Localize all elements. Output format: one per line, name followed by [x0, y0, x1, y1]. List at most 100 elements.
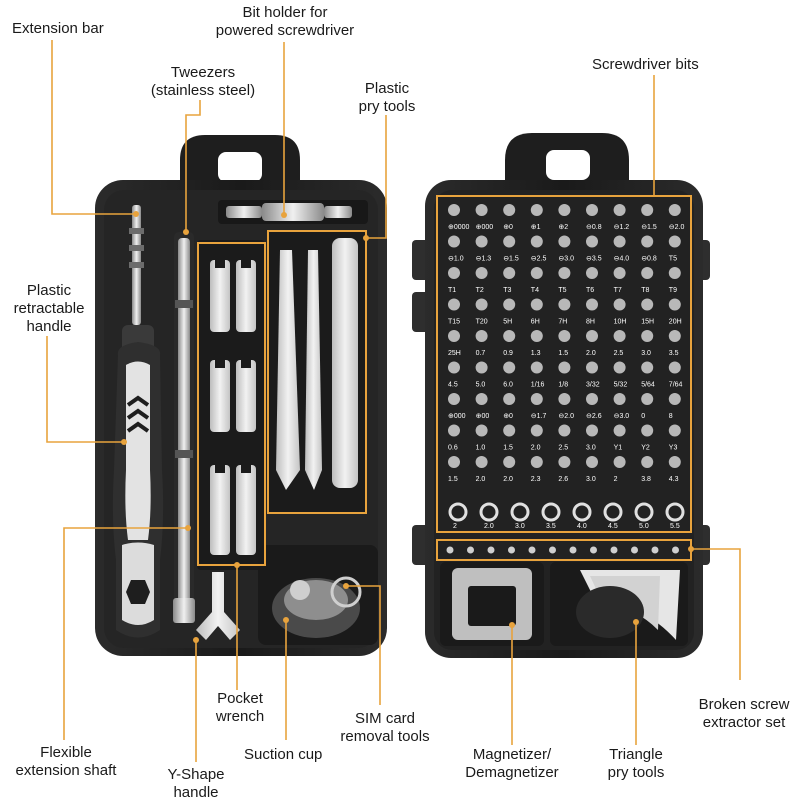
bit-head	[613, 424, 626, 437]
bit-label: 5H	[503, 319, 512, 326]
bit-head	[530, 267, 543, 279]
extractor-bit	[610, 546, 618, 554]
bit-head	[503, 298, 516, 311]
bit-label: 3.0	[586, 445, 596, 452]
bit-label: 5/64	[641, 382, 655, 389]
bit-label: Y3	[669, 445, 678, 452]
label-plastic-pry: Plastic pry tools	[358, 80, 416, 115]
left-case	[95, 135, 387, 656]
bit-label: T20	[476, 319, 488, 326]
bit-head	[641, 204, 654, 216]
suction-cup	[272, 576, 362, 638]
label-tweezers: Tweezers (stainless steel)	[150, 64, 256, 99]
bit-label: 1.5	[448, 476, 458, 483]
bit-label: T2	[476, 287, 484, 294]
bit-head	[530, 330, 543, 342]
socket-bit-label: 4.5	[608, 523, 618, 530]
bit-label: ⊖3.5	[586, 256, 602, 263]
bit-label: T9	[669, 287, 677, 294]
bit-head	[530, 204, 543, 216]
bit-label: ⊖4.0	[614, 256, 630, 263]
bit-label: T5	[558, 287, 566, 294]
bit-head	[586, 393, 598, 405]
bit-head	[668, 267, 681, 279]
bit-label: ⊖1.5	[641, 224, 657, 231]
bit-label: ⊕1	[531, 224, 541, 231]
bit-label: 1/8	[558, 382, 568, 389]
bit-label: 1.5	[558, 350, 568, 357]
bit-head	[586, 456, 598, 468]
extractor-bit	[508, 546, 515, 554]
bit-head	[641, 235, 654, 248]
socket-bit-label: 3.0	[515, 523, 525, 530]
label-retractable-handle: Plastic retractable handle	[13, 282, 85, 335]
bit-label: T8	[641, 287, 649, 294]
bit-head	[613, 204, 626, 216]
socket-bit	[665, 502, 685, 522]
socket-bit	[448, 502, 468, 522]
bit-label: ⊖2.6	[586, 413, 602, 420]
bit-label: 3/32	[586, 382, 600, 389]
bit-label: ⊕0	[503, 224, 513, 231]
bit-label: 7H	[558, 319, 567, 326]
right-hanger-hole	[546, 150, 590, 180]
bit-label: 2.6	[558, 476, 568, 483]
bit-label: T15	[448, 319, 460, 326]
label-y-shape: Y-Shape handle	[167, 766, 225, 801]
bit-label: 2.0	[586, 350, 596, 357]
bit-label: 5/32	[614, 382, 628, 389]
bit-head	[558, 393, 571, 405]
bit-head	[448, 204, 460, 216]
bit-head	[503, 424, 516, 437]
bit-head	[475, 298, 488, 311]
socket-bit	[510, 502, 530, 522]
socket-bit-label: 3.5	[546, 523, 556, 530]
bit-label: 1.5	[503, 445, 513, 452]
bit-label: T4	[531, 287, 539, 294]
bit-head	[613, 361, 626, 374]
extractor-bit	[528, 546, 536, 554]
bit-label: ⊕000	[476, 224, 494, 231]
bit-head	[558, 235, 571, 248]
bit-head	[503, 267, 516, 279]
label-magnetizer: Magnetizer/ Demagnetizer	[465, 746, 559, 781]
right-case: ⊕0000⊕000⊕0⊕1⊕2⊖0.8⊖1.2⊖1.5⊖2.0⊖1.0⊖1.3⊖…	[412, 133, 710, 658]
socket-bit	[634, 502, 654, 522]
bit-label: 1.3	[531, 350, 541, 357]
bit-head	[475, 204, 488, 216]
bit-label: T1	[448, 287, 456, 294]
highlight-bits	[436, 195, 692, 533]
bit-head	[558, 267, 571, 279]
pry-tools	[276, 238, 358, 490]
label-suction-cup: Suction cup	[244, 746, 323, 763]
bit-label: 2.0	[476, 476, 486, 483]
bit-head	[448, 235, 460, 248]
bit-label: 8H	[586, 319, 595, 326]
bit-head	[586, 424, 598, 437]
bit-head	[448, 456, 460, 468]
bit-label: ⊖1.2	[614, 224, 630, 231]
bit-label: 4.5	[448, 382, 458, 389]
extractor-bit	[549, 546, 556, 554]
extractor-bit	[672, 546, 679, 554]
bit-label: ⊖2.5	[531, 256, 547, 263]
extractor-bit	[651, 546, 659, 554]
extractor-bit	[631, 546, 638, 554]
bit-label: 25H	[448, 350, 461, 357]
bit-head	[641, 330, 654, 342]
bit-label: ⊕0000	[448, 224, 470, 231]
socket-bit-label: 2.0	[484, 523, 494, 530]
bit-label: 2.5	[558, 445, 568, 452]
bit-label: ⊕2	[558, 224, 568, 231]
screwdriver-handle	[112, 325, 164, 638]
label-screwdriver-bits: Screwdriver bits	[592, 56, 699, 73]
bit-label: ⊖2.0	[558, 413, 574, 420]
bit-head	[475, 424, 488, 437]
bit-head	[668, 330, 681, 342]
bit-head	[586, 204, 598, 216]
label-flexible-shaft: Flexible extension shaft	[15, 744, 117, 779]
bit-label: 7/64	[669, 382, 683, 389]
bit-label: 1.0	[476, 445, 486, 452]
bit-label: 8	[669, 413, 673, 420]
left-hanger-hole	[218, 152, 262, 182]
